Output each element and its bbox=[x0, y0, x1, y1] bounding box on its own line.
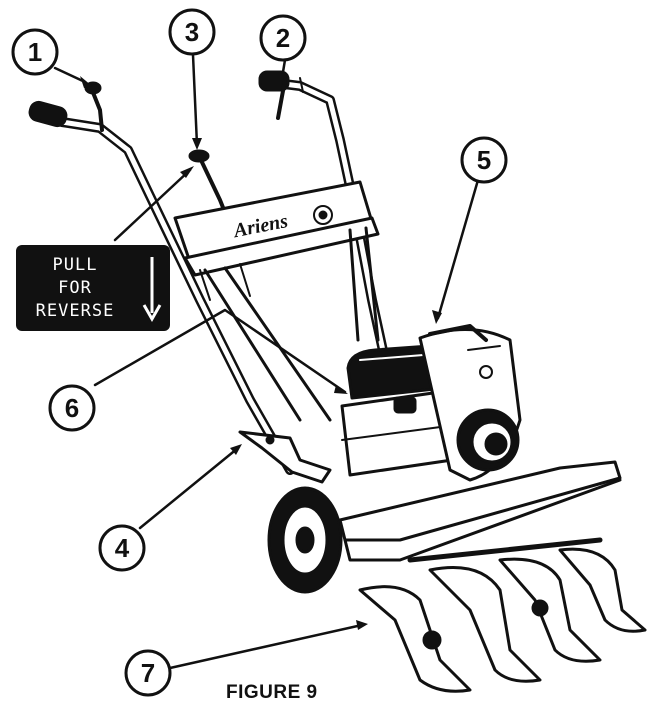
callout-label-7: 7 bbox=[141, 658, 155, 688]
depth-stake bbox=[238, 430, 332, 484]
figure-caption: FIGURE 9 bbox=[226, 682, 318, 703]
right-handlebar bbox=[258, 70, 390, 365]
down-arrow-icon bbox=[142, 257, 162, 323]
reverse-sign: PULL FOR REVERSE bbox=[16, 245, 170, 331]
callout-label-2: 2 bbox=[276, 23, 290, 53]
engine bbox=[340, 324, 522, 482]
tine-shield bbox=[338, 460, 622, 562]
callout-circles bbox=[11, 8, 508, 697]
callout-circle-1 bbox=[11, 28, 59, 76]
callout-label-1: 1 bbox=[28, 37, 42, 67]
callout-label-3: 3 bbox=[185, 17, 199, 47]
callout-circle-3 bbox=[168, 8, 216, 56]
callout-circle-6 bbox=[48, 384, 96, 432]
callout-circle-5 bbox=[460, 136, 508, 184]
leader-lines bbox=[53, 53, 480, 670]
sign-line-reverse: REVERSE bbox=[35, 301, 115, 321]
tines bbox=[358, 537, 647, 693]
frame-tubes bbox=[203, 226, 380, 422]
callout-circle-2 bbox=[259, 14, 307, 62]
callout-label-6: 6 bbox=[65, 393, 79, 423]
sign-line-for: FOR bbox=[58, 278, 92, 298]
callout-circle-4 bbox=[98, 524, 146, 572]
callout-label-5: 5 bbox=[477, 145, 491, 175]
left-handlebar bbox=[28, 81, 295, 475]
callout-label-4: 4 bbox=[115, 533, 130, 563]
sign-line-pull: PULL bbox=[52, 255, 98, 275]
crossbar-panel bbox=[173, 180, 380, 301]
callout-circle-7 bbox=[124, 649, 172, 697]
transport-wheel bbox=[267, 486, 343, 594]
